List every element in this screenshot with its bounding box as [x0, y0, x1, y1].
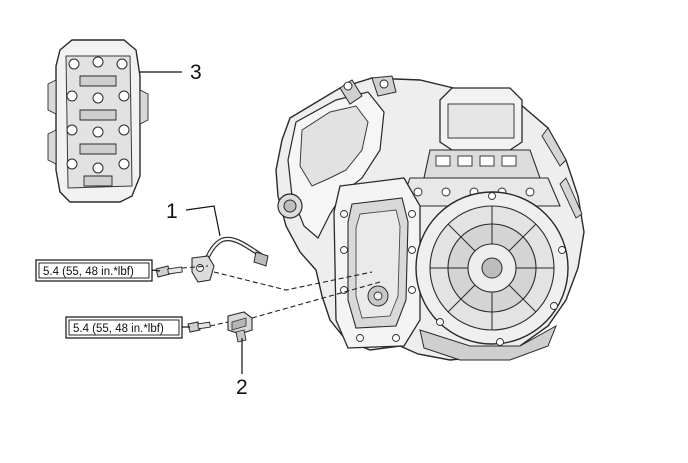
bolt-icon: [187, 321, 211, 333]
callout-part-3: 3: [190, 61, 202, 84]
callout-part-1: 1: [166, 200, 178, 223]
torque-spec-upper: 5.4 (55, 48 in.*lbf): [35, 259, 161, 282]
torque-value-lower: 5.4 (55, 48 in.*lbf): [73, 323, 164, 335]
speed-sensor-harness-icon: [191, 236, 269, 283]
installation-path-lines: [181, 265, 381, 327]
torque-value-upper: 5.4 (55, 48 in.*lbf): [43, 266, 134, 278]
valve-body-icon: [47, 39, 149, 203]
bolt-icon: [155, 265, 183, 278]
callout-part-2: 2: [236, 376, 248, 399]
torque-spec-lower: 5.4 (55, 48 in.*lbf): [65, 316, 190, 339]
speed-sensor-icon: [227, 311, 253, 343]
leader-lines: [140, 71, 243, 374]
transaxle-assembly-icon: [275, 75, 585, 361]
